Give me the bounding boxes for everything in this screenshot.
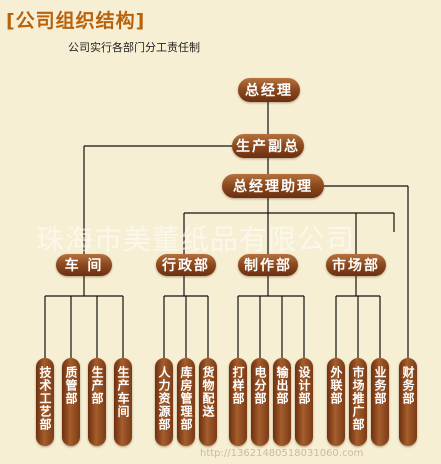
dept-production: 制作部 bbox=[238, 254, 298, 276]
unit-production: 生产部 bbox=[88, 358, 106, 446]
page-title: [公司组织结构] bbox=[6, 10, 146, 32]
unit-marketing: 市场推广部 bbox=[349, 358, 367, 446]
unit-design: 设计部 bbox=[295, 358, 313, 446]
dept-market: 市场部 bbox=[326, 254, 386, 276]
node-deputy-production: 生产副总 bbox=[232, 134, 304, 158]
watermark-text: 珠海市美董纸品有限公司 bbox=[36, 223, 356, 256]
unit-sales: 业务部 bbox=[371, 358, 389, 446]
unit-warehouse: 库房管理部 bbox=[177, 358, 195, 446]
page-subtitle: 公司实行各部门分工责任制 bbox=[68, 41, 200, 54]
unit-proofing: 打样部 bbox=[229, 358, 247, 446]
unit-delivery: 货物配送 bbox=[199, 358, 217, 446]
unit-tech-process: 技术工艺部 bbox=[36, 358, 54, 446]
dept-admin: 行政部 bbox=[156, 254, 216, 276]
unit-finance: 财务部 bbox=[399, 358, 417, 446]
unit-output: 输出部 bbox=[273, 358, 291, 446]
node-general-manager: 总经理 bbox=[238, 78, 300, 102]
dept-workshop: 车 间 bbox=[56, 254, 112, 276]
node-gm-assistant: 总经理助理 bbox=[222, 174, 324, 198]
unit-external-relations: 外联部 bbox=[327, 358, 345, 446]
unit-hr: 人力资源部 bbox=[155, 358, 173, 446]
unit-color-sep: 电分部 bbox=[251, 358, 269, 446]
watermark-url: http://13621480518031060.com bbox=[200, 448, 364, 459]
unit-production-floor: 生产车间 bbox=[114, 358, 132, 446]
unit-quality: 质管部 bbox=[62, 358, 80, 446]
